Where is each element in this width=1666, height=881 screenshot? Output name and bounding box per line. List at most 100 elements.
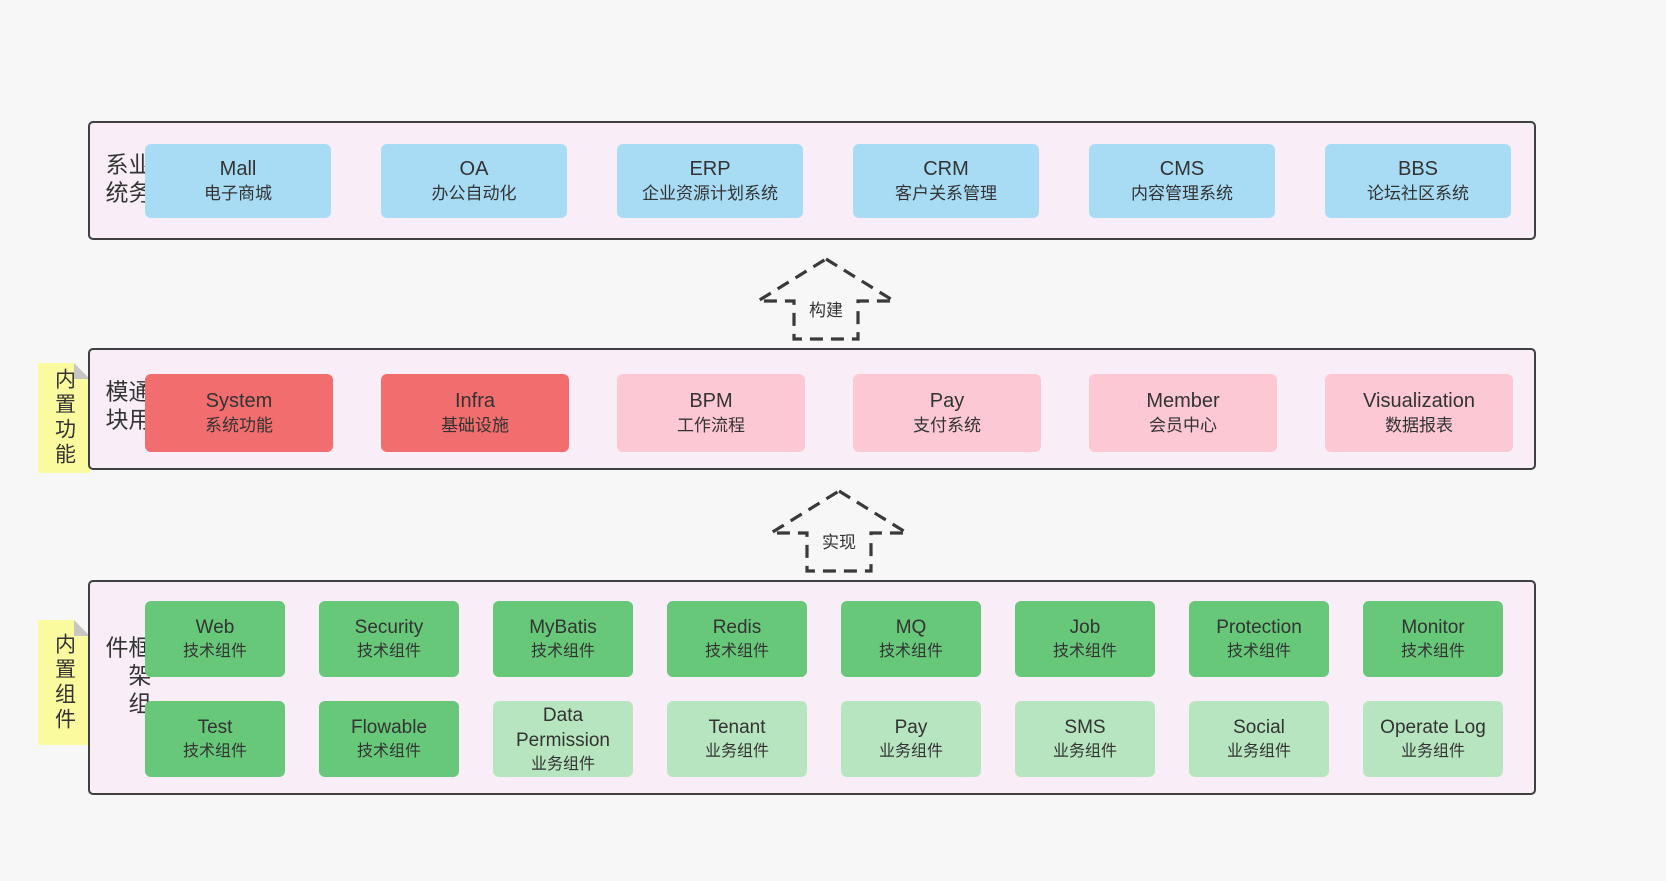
box-security: Security 技术组件 [319, 601, 459, 677]
box-title: Mall [219, 158, 257, 181]
builtin-features-note: 内置功能 [38, 363, 90, 473]
box-title: BBS [1397, 158, 1439, 181]
box-sms: SMS 业务组件 [1015, 701, 1155, 777]
box-member: Member 会员中心 [1089, 374, 1277, 452]
business-boxes-row: Mall 电子商城 OA 办公自动化 ERP 企业资源计划系统 CRM 客户关系… [145, 144, 1511, 218]
box-subtitle: 业务组件 [1400, 743, 1465, 761]
box-protection: Protection 技术组件 [1189, 601, 1329, 677]
box-test: Test 技术组件 [145, 701, 285, 777]
box-bpm: BPM 工作流程 [617, 374, 805, 452]
box-subtitle: 支付系统 [913, 416, 981, 436]
box-pay: Pay 支付系统 [853, 374, 1041, 452]
box-title: Flowable [350, 717, 428, 739]
box-title: Social [1233, 717, 1285, 739]
box-erp: ERP 企业资源计划系统 [617, 144, 803, 218]
box-mybatis: MyBatis 技术组件 [493, 601, 633, 677]
box-title: Pay [929, 390, 965, 413]
box-title: Web [195, 617, 235, 639]
business-systems-layer: 业务系统 Mall 电子商城 OA 办公自动化 ERP 企业资源计划系统 CRM… [88, 121, 1536, 240]
box-title: System [205, 390, 273, 413]
box-title: Infra [454, 390, 496, 413]
box-subtitle: 业务组件 [530, 755, 595, 773]
box-subtitle: 技术组件 [1052, 643, 1117, 661]
box-data-permission: Data Permission 业务组件 [493, 701, 633, 777]
box-title: Tenant [708, 717, 766, 739]
box-mall: Mall 电子商城 [145, 144, 331, 218]
common-modules-layer: 通用模块 System 系统功能 Infra 基础设施 BPM 工作流程 Pay… [88, 348, 1536, 470]
box-title: Member [1146, 390, 1220, 413]
box-title: CRM [923, 158, 969, 181]
box-subtitle: 工作流程 [677, 416, 745, 436]
box-title: Redis [712, 617, 762, 639]
box-subtitle: 技术组件 [704, 643, 769, 661]
box-operate-log: Operate Log 业务组件 [1363, 701, 1503, 777]
note-text: 内置功能 [52, 368, 76, 468]
box-subtitle: 技术组件 [356, 743, 421, 761]
box-title: Visualization [1363, 390, 1475, 413]
box-subtitle: 业务组件 [1226, 743, 1291, 761]
box-title: BPM [689, 390, 733, 413]
box-title: Security [354, 617, 424, 639]
box-subtitle: 客户关系管理 [895, 184, 997, 204]
box-title: Pay [894, 717, 928, 739]
box-subtitle: 企业资源计划系统 [642, 184, 778, 204]
box-title: SMS [1064, 717, 1106, 739]
box-job: Job 技术组件 [1015, 601, 1155, 677]
box-crm: CRM 客户关系管理 [853, 144, 1039, 218]
box-title: Data Permission [516, 704, 610, 752]
box-cms: CMS 内容管理系统 [1089, 144, 1275, 218]
box-flowable: Flowable 技术组件 [319, 701, 459, 777]
box-redis: Redis 技术组件 [667, 601, 807, 677]
box-title: Job [1069, 617, 1101, 639]
box-subtitle: 电子商城 [204, 184, 272, 204]
implement-arrow: 实现 [768, 488, 910, 574]
box-visualization: Visualization 数据报表 [1325, 374, 1513, 452]
box-subtitle: 基础设施 [441, 416, 509, 436]
box-title: MQ [895, 617, 927, 639]
implement-arrow-label: 实现 [818, 527, 860, 554]
box-infra: Infra 基础设施 [381, 374, 569, 452]
box-subtitle: 会员中心 [1149, 416, 1217, 436]
box-title: ERP [689, 158, 731, 181]
box-title: Monitor [1401, 617, 1465, 639]
box-subtitle: 技术组件 [356, 643, 421, 661]
box-mq: MQ 技术组件 [841, 601, 981, 677]
up-arrow-icon [755, 257, 897, 341]
modules-boxes-row: System 系统功能 Infra 基础设施 BPM 工作流程 Pay 支付系统… [145, 374, 1513, 452]
build-arrow-label: 构建 [805, 295, 847, 322]
components-row-2: Test 技术组件 Flowable 技术组件 Data Permission … [145, 701, 1503, 777]
box-bbs: BBS 论坛社区系统 [1325, 144, 1511, 218]
box-subtitle: 技术组件 [1226, 643, 1291, 661]
up-arrow-icon [768, 489, 910, 573]
box-subtitle: 技术组件 [878, 643, 943, 661]
box-title: CMS [1159, 158, 1205, 181]
box-subtitle: 论坛社区系统 [1367, 184, 1469, 204]
box-subtitle: 办公自动化 [431, 184, 517, 204]
box-subtitle: 技术组件 [182, 743, 247, 761]
box-subtitle: 技术组件 [1400, 643, 1465, 661]
box-oa: OA 办公自动化 [381, 144, 567, 218]
box-title: Test [197, 717, 233, 739]
box-monitor: Monitor 技术组件 [1363, 601, 1503, 677]
box-social: Social 业务组件 [1189, 701, 1329, 777]
box-tenant: Tenant 业务组件 [667, 701, 807, 777]
common-modules-label: 通用模块 [102, 379, 151, 436]
note-text: 内置组件 [52, 632, 76, 733]
box-title: Operate Log [1380, 717, 1486, 739]
box-system: System 系统功能 [145, 374, 333, 452]
framework-components-label: 框架组件 [102, 634, 151, 719]
box-web: Web 技术组件 [145, 601, 285, 677]
business-systems-label: 业务系统 [102, 151, 151, 208]
box-title: MyBatis [529, 617, 597, 639]
box-subtitle: 业务组件 [1052, 743, 1117, 761]
box-subtitle: 技术组件 [182, 643, 247, 661]
box-subtitle: 技术组件 [530, 643, 595, 661]
box-subtitle: 系统功能 [205, 416, 273, 436]
box-subtitle: 业务组件 [878, 743, 943, 761]
box-title: Protection [1216, 617, 1302, 639]
build-arrow: 构建 [755, 256, 897, 342]
box-subtitle: 内容管理系统 [1131, 184, 1233, 204]
box-subtitle: 业务组件 [704, 743, 769, 761]
components-row-1: Web 技术组件 Security 技术组件 MyBatis 技术组件 Redi… [145, 601, 1503, 677]
